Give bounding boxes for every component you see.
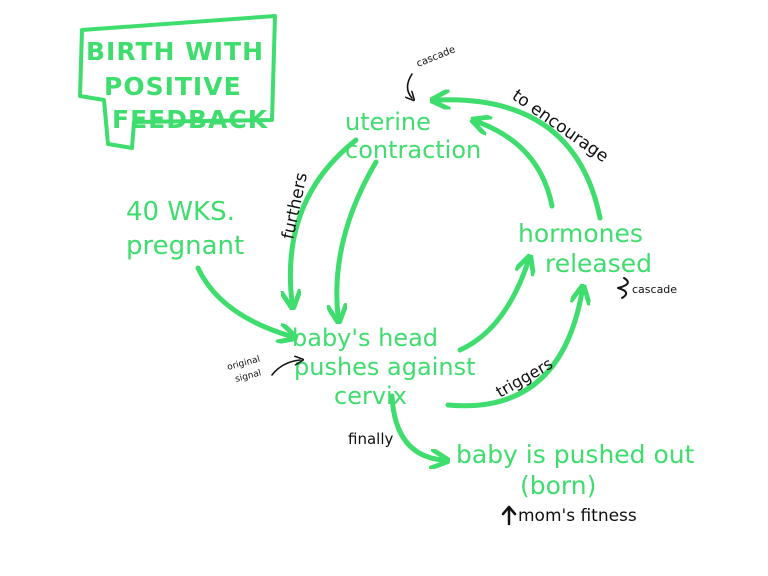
moms-fitness-label: mom's fitness bbox=[518, 506, 637, 526]
annotation-moms-fitness: mom's fitness bbox=[501, 505, 637, 526]
arrow-pregnant-to-head bbox=[195, 265, 290, 336]
node-uterine-line-1: uterine bbox=[345, 108, 431, 136]
node-uterine-contraction: uterine contraction bbox=[345, 108, 481, 164]
node-40-weeks-pregnant: 40 WKS. pregnant bbox=[126, 197, 244, 261]
arrow-hormones-to-contraction bbox=[478, 122, 555, 209]
node-head-line-2: pushes against bbox=[294, 353, 476, 381]
node-head-line-1: baby's head bbox=[292, 324, 438, 352]
node-pregnant-line-2: pregnant bbox=[126, 231, 244, 261]
label-furthers: furthers bbox=[278, 171, 312, 241]
node-uterine-line-2: contraction bbox=[345, 136, 481, 164]
arrow-contraction-to-head-outer bbox=[290, 137, 359, 302]
annotation-cascade-top: cascade bbox=[408, 44, 457, 98]
label-finally: finally bbox=[348, 430, 393, 448]
node-babys-head: baby's head pushes against cervix bbox=[292, 324, 476, 410]
arrow-outer-loop-to-contraction bbox=[438, 100, 603, 221]
node-head-line-3: cervix bbox=[334, 382, 407, 410]
annotation-cascade-right: cascade bbox=[617, 277, 677, 299]
node-born-line-1: baby is pushed out bbox=[456, 440, 695, 469]
annotation-original-signal: original signal bbox=[226, 355, 300, 385]
up-arrow-icon bbox=[501, 505, 517, 526]
node-hormones-line-1: hormones bbox=[518, 219, 643, 248]
arrow-head-to-hormones bbox=[457, 262, 528, 353]
title-line-1: BIRTH WITH bbox=[86, 37, 264, 66]
original-signal-line-2: signal bbox=[234, 368, 262, 385]
node-hormones-released: hormones released bbox=[518, 219, 652, 278]
node-pregnant-line-1: 40 WKS. bbox=[126, 197, 235, 227]
cascade-top-label: cascade bbox=[415, 44, 457, 70]
title-line-2: POSITIVE bbox=[104, 72, 242, 101]
arrow-cervix-to-born bbox=[389, 393, 442, 460]
title-line-3: FEEDBACK bbox=[112, 105, 269, 134]
arrow-cervix-to-hormones bbox=[445, 292, 582, 409]
cascade-right-label: cascade bbox=[632, 283, 677, 296]
title-box: BIRTH WITH POSITIVE FEEDBACK bbox=[78, 14, 277, 150]
node-born-line-2: (born) bbox=[520, 471, 596, 500]
label-triggers: triggers bbox=[493, 354, 557, 402]
arrow-contraction-to-head-inner bbox=[337, 159, 379, 316]
node-hormones-line-2: released bbox=[545, 249, 652, 278]
label-to-encourage: to encourage bbox=[508, 86, 612, 167]
node-baby-born: baby is pushed out (born) bbox=[456, 440, 695, 500]
